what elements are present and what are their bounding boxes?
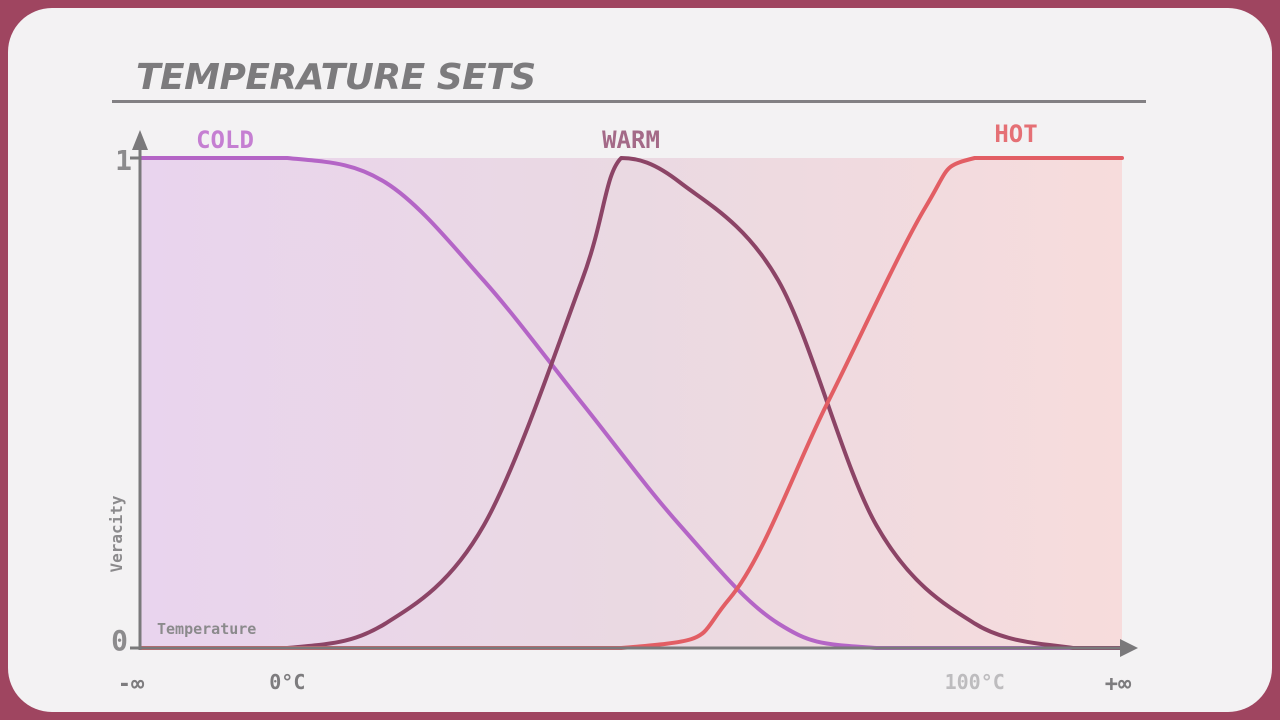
series-label-cold: COLD (196, 126, 254, 154)
page-title: TEMPERATURE SETS (136, 57, 536, 98)
series-label-hot: HOT (994, 120, 1037, 148)
tick-layer (130, 156, 140, 650)
x-tick-label: -∞ (118, 672, 145, 697)
series-line-warm (138, 156, 1124, 651)
y-axis-label: Veracity (107, 495, 126, 572)
x-tick-label: +∞ (1105, 672, 1132, 697)
y-tick-label: 0 (111, 624, 128, 657)
series-label-warm: WARM (602, 126, 660, 154)
x-axis-label: Temperature (157, 620, 256, 638)
x-axis-arrow (1120, 639, 1138, 657)
y-tick-label: 1 (115, 144, 132, 177)
title-underline (112, 100, 1146, 103)
x-tick-label: 0°C (269, 670, 305, 694)
x-tick-label: 100°C (945, 670, 1005, 694)
plot-background (140, 158, 1122, 648)
y-axis-arrow (132, 130, 148, 150)
